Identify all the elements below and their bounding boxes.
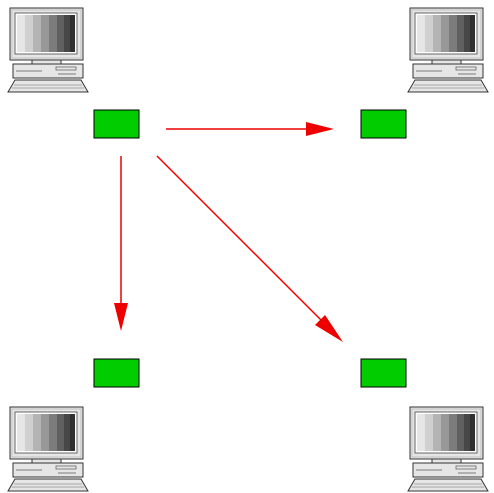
node-top-right xyxy=(360,109,407,139)
arrow-top-left-to-bottom-right xyxy=(156,155,343,342)
node-top-left xyxy=(93,109,140,139)
desktop-computer-icon xyxy=(7,7,89,93)
node-bottom-right xyxy=(360,358,407,388)
desktop-computer-icon xyxy=(407,7,489,93)
desktop-computer-icon xyxy=(407,406,489,492)
desktop-computer-icon xyxy=(7,406,89,492)
arrow-top-left-to-top-right xyxy=(166,122,334,136)
arrow-top-left-to-bottom-left xyxy=(114,156,128,331)
arrows-layer xyxy=(114,122,343,342)
node-bottom-left xyxy=(93,358,140,388)
